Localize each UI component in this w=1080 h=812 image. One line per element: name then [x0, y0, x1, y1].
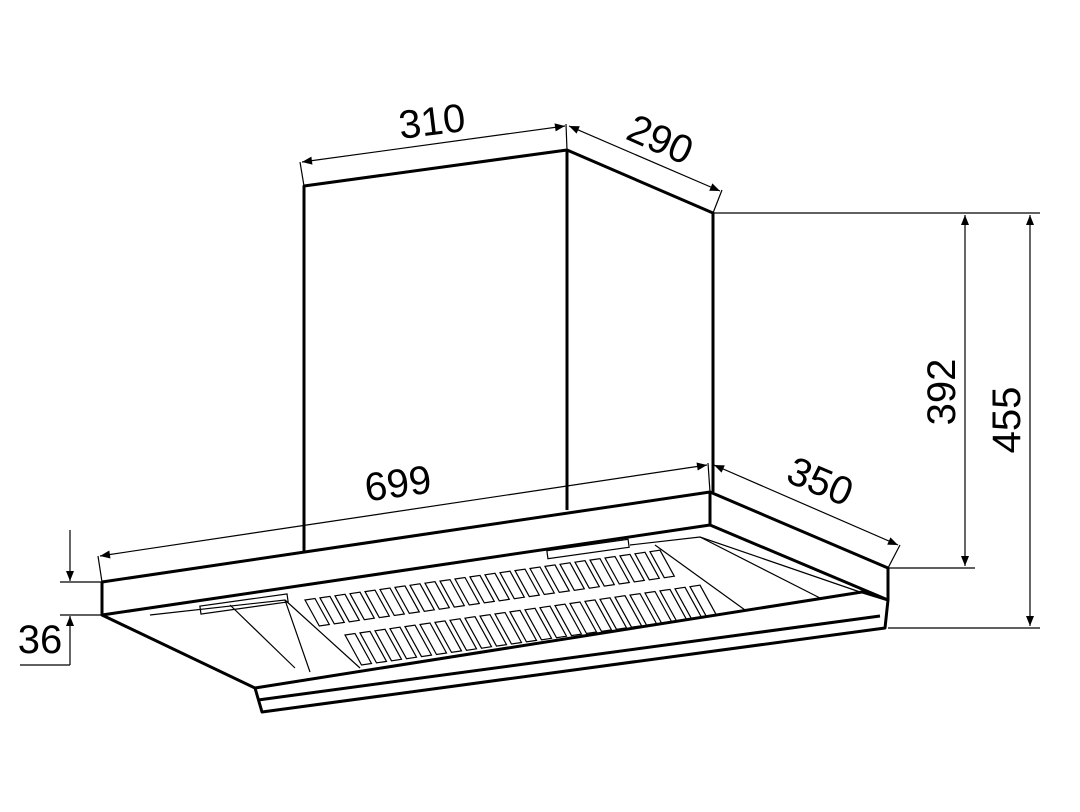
- grille-slat: [464, 616, 493, 649]
- grille-slat: [469, 574, 496, 604]
- grille-slat: [569, 601, 598, 635]
- grille-slat: [514, 568, 541, 598]
- dim-hood-depth: 350: [781, 449, 860, 516]
- grille-slat: [449, 618, 478, 651]
- grille-slat: [539, 605, 568, 639]
- grille-slat: [659, 588, 688, 622]
- grille-slat: [604, 555, 631, 585]
- grille-slat: [599, 597, 628, 630]
- grille-slat: [454, 576, 481, 606]
- grille-slat: [674, 586, 703, 620]
- grille-slat: [509, 609, 538, 643]
- dim-hood-width: 699: [362, 458, 434, 511]
- grille-slat: [649, 549, 676, 579]
- grille-slat: [374, 628, 403, 662]
- grille-slat: [614, 595, 643, 628]
- dim-chimney-depth: 290: [621, 106, 700, 173]
- grille-slat: [494, 611, 523, 645]
- grille-slat: [524, 607, 553, 641]
- grille-slat: [499, 570, 526, 600]
- grille-slat: [394, 585, 421, 615]
- grille-slat: [409, 583, 436, 612]
- grille-slat: [644, 590, 673, 624]
- grille-slat: [559, 562, 586, 591]
- grille-slat: [304, 597, 331, 627]
- grille-slat: [389, 626, 418, 660]
- grille-slat: [574, 560, 601, 589]
- grille-slat: [434, 620, 463, 654]
- dim-total-height: 455: [985, 387, 1029, 454]
- hood-body: [100, 490, 890, 714]
- dimension-lines: [20, 123, 1040, 666]
- grille-slat: [439, 578, 466, 608]
- grille-slat: [419, 622, 448, 656]
- grille-slat: [364, 589, 391, 619]
- grille-slat: [479, 613, 508, 647]
- grille-slat: [359, 630, 388, 664]
- grille-slat: [589, 557, 616, 587]
- dim-hood-thickness: 36: [18, 618, 63, 662]
- grille-slat: [344, 632, 373, 666]
- grille-slat: [319, 595, 346, 625]
- grille-slat: [334, 593, 361, 623]
- grille-slat: [424, 581, 451, 610]
- grille-slat: [544, 564, 571, 594]
- filter-grille: [304, 549, 718, 666]
- grille-slat: [634, 551, 661, 581]
- grille-slat: [554, 603, 583, 637]
- grille-slat: [379, 587, 406, 617]
- grille-slat: [689, 584, 718, 618]
- dim-chimney-width: 310: [396, 96, 468, 148]
- grille-slat: [584, 599, 613, 633]
- grille-slat: [404, 624, 433, 658]
- dim-chimney-height: 392: [920, 359, 964, 426]
- grille-slat: [629, 592, 658, 626]
- grille-slat: [349, 591, 376, 621]
- grille-slat: [619, 553, 646, 583]
- grille-slat: [484, 572, 511, 602]
- grille-slat: [529, 566, 556, 596]
